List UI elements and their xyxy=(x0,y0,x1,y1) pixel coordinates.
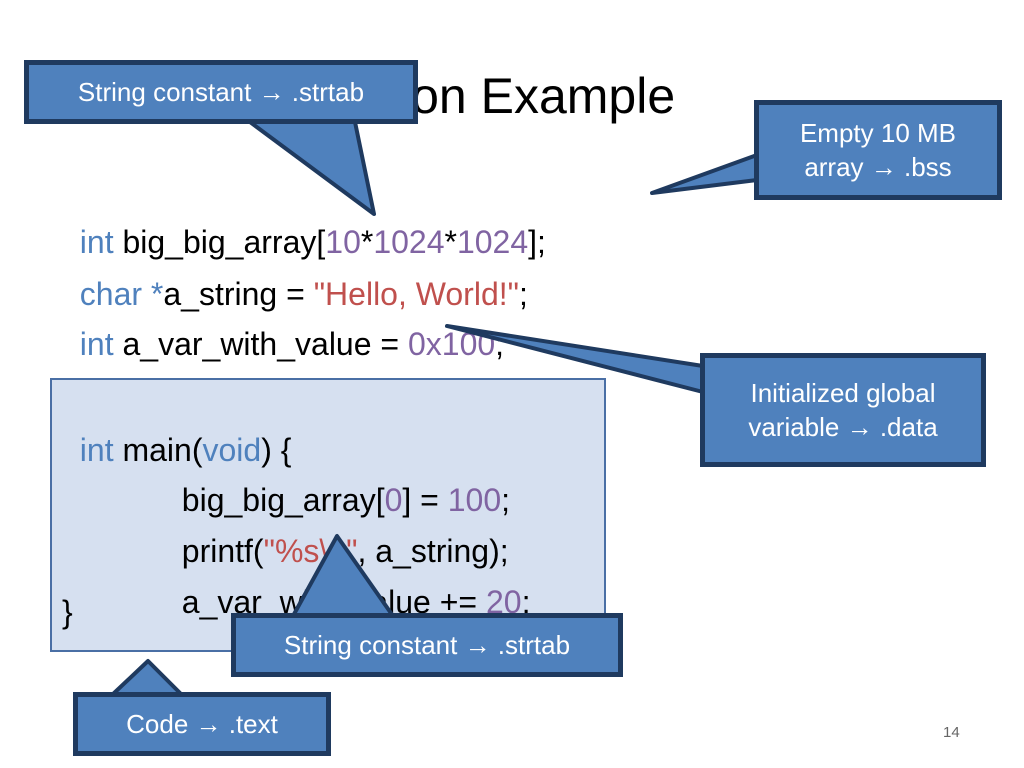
code-text: ; xyxy=(501,482,511,518)
code-text: main( xyxy=(113,432,203,468)
number-literal: 10 xyxy=(325,224,361,260)
page-number: 14 xyxy=(943,724,960,741)
code-text: printf( xyxy=(181,533,264,569)
keyword: int xyxy=(79,432,114,468)
code-line-var: int a_var_with_value = 0x100; xyxy=(62,284,504,364)
number-literal: 1024 xyxy=(373,224,445,260)
string-literal: "Hello, World!" xyxy=(313,276,519,312)
pointer-bss xyxy=(650,153,759,195)
code-text: a_string = xyxy=(163,276,314,312)
number-literal: 100 xyxy=(447,482,502,518)
code-line-assign-array: big_big_array[0] = 100; xyxy=(62,440,510,520)
code-line-string: char *a_string = "Hello, World!"; xyxy=(62,234,528,314)
slide-title: ion Example xyxy=(400,68,676,124)
callout-label: Initialized global variable → .data xyxy=(748,378,938,442)
code-line-main: int main(void) { xyxy=(62,390,292,470)
code-line-array: int big_big_array[10*1024*1024]; xyxy=(62,182,546,262)
keyword: int xyxy=(79,224,114,260)
code-text: a_var_with_value = xyxy=(113,326,408,362)
code-text: , a_string); xyxy=(357,533,509,569)
callout-label: String constant → .strtab xyxy=(77,77,365,107)
code-text: ]; xyxy=(528,224,546,260)
keyword: char * xyxy=(79,276,164,312)
pointer-data xyxy=(445,324,705,394)
callout-bss: Empty 10 MB array → .bss xyxy=(754,100,1002,200)
code-text: ; xyxy=(495,326,505,362)
operator: * xyxy=(360,224,374,260)
keyword: int xyxy=(79,326,114,362)
callout-label: String constant → .strtab xyxy=(283,630,571,660)
callout-label: Code → .text xyxy=(126,709,278,739)
pointer-strtab-bottom xyxy=(291,534,395,618)
keyword: void xyxy=(202,432,262,468)
code-text: ; xyxy=(518,276,528,312)
callout-strtab-top: String constant → .strtab xyxy=(24,60,418,124)
code-text: ) { xyxy=(261,432,292,468)
code-text: ; xyxy=(521,584,531,620)
operator: * xyxy=(444,224,457,260)
number-literal: 0 xyxy=(384,482,403,518)
number-literal: 1024 xyxy=(456,224,529,260)
callout-strtab-bottom: String constant → .strtab xyxy=(231,613,623,677)
code-text: big_big_array[ xyxy=(181,482,385,518)
callout-label: Empty 10 MB array → .bss xyxy=(799,118,957,182)
callout-text: Code → .text xyxy=(73,692,331,756)
pointer-strtab-top xyxy=(248,120,376,216)
code-text: big_big_array[ xyxy=(113,224,326,260)
pointer-text xyxy=(110,659,184,697)
code-text: ] = xyxy=(402,482,448,518)
callout-data: Initialized global variable → .data xyxy=(700,353,986,467)
code-line-close-brace: } xyxy=(62,594,73,630)
